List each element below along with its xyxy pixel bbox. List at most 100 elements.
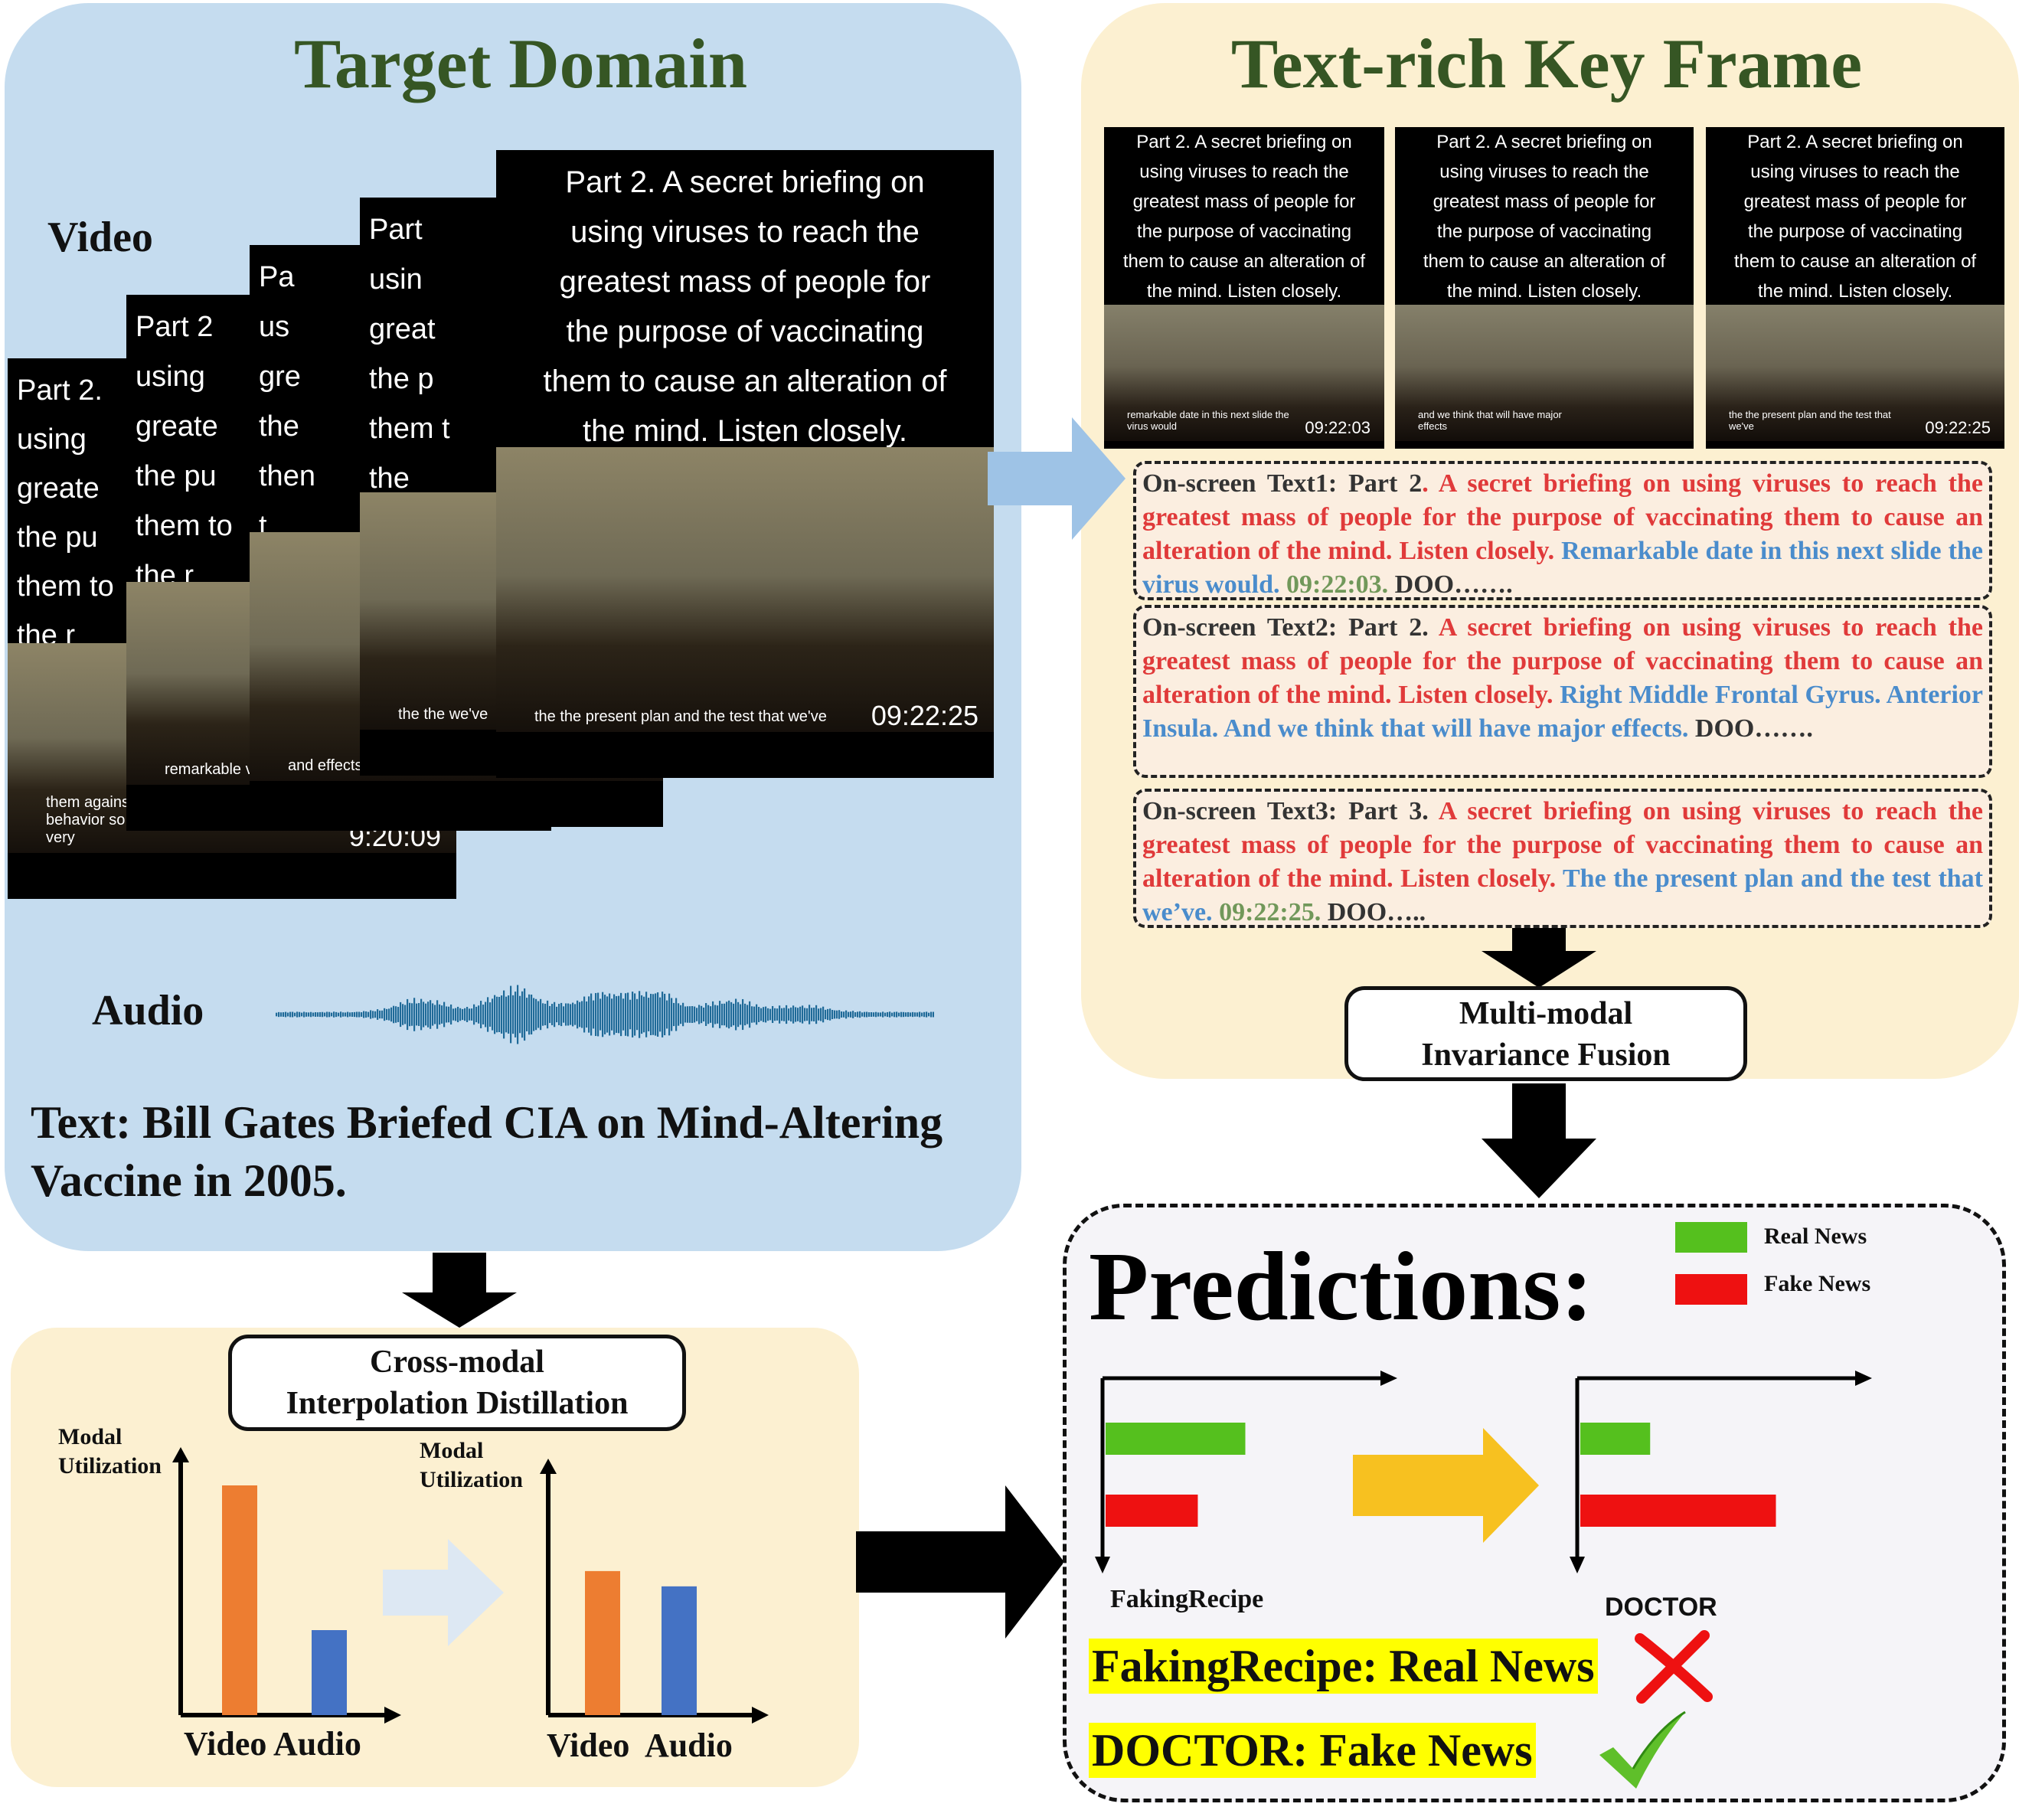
waveform-sample: [898, 1012, 900, 1017]
waveform-sample: [795, 1007, 797, 1022]
waveform-sample: [303, 1011, 305, 1018]
predictions-title: Predictions:: [1089, 1232, 1593, 1341]
waveform-sample: [420, 998, 423, 1031]
waveform-sample: [549, 1005, 551, 1024]
waveform-sample: [510, 985, 512, 1044]
waveform-sample: [595, 992, 597, 1037]
waveform-sample: [682, 1002, 684, 1027]
waveform-sample: [457, 1006, 459, 1023]
cross-icon: [1635, 1630, 1713, 1704]
on-screen-text-1-blue: Remarkable date in this next slide the v…: [1142, 537, 1983, 599]
waveform-sample: [384, 1008, 386, 1021]
waveform-sample: [859, 1011, 861, 1018]
vertical-axis-arrowhead: [1570, 1557, 1585, 1573]
waveform-sample: [533, 998, 535, 1031]
waveform-sample: [730, 1001, 733, 1028]
key-frame-title: Text-rich Key Frame: [1230, 25, 1863, 103]
on-screen-text-3-time: 09:22:25.: [1212, 898, 1321, 926]
waveform-sample: [701, 1005, 703, 1024]
video-frame-subtitle: the the present plan and the test that w…: [534, 708, 827, 725]
waveform-sample: [733, 1003, 735, 1026]
waveform-sample: [418, 1003, 420, 1026]
waveform-sample: [358, 1011, 361, 1018]
waveform-sample: [342, 1012, 345, 1017]
video-frame-caption-line: the mind. Listen closely.: [583, 414, 907, 448]
result-doctor: DOCTOR: Fake News: [1089, 1723, 1536, 1778]
doctor-chart-label: DOCTOR: [1605, 1593, 1717, 1622]
waveform-sample: [283, 1012, 285, 1017]
key-frame-caption-line: greatest mass of people for: [1433, 191, 1656, 212]
waveform-sample: [894, 1011, 896, 1018]
waveform-sample: [776, 1008, 779, 1021]
video-frame-timestamp: 09:22:25: [871, 700, 978, 731]
key-frame-caption-line: the purpose of vaccinating: [1436, 221, 1652, 242]
utilization-bar-video: [585, 1570, 620, 1715]
waveform-sample: [400, 1001, 402, 1028]
video-frame-caption-line: the: [259, 410, 299, 443]
waveform-sample: [602, 992, 604, 1037]
video-frame-caption-line: the purpose of vaccinating: [566, 315, 924, 348]
utilization-bar-audio: [312, 1630, 347, 1715]
waveform-sample: [354, 1011, 356, 1018]
waveform-sample: [655, 993, 657, 1036]
on-screen-text-1-label: On-screen Text1: Part 2: [1142, 469, 1423, 498]
waveform-sample: [698, 1005, 701, 1024]
waveform-sample: [742, 998, 744, 1031]
waveform-sample: [326, 1011, 328, 1018]
left-utilization-chart: [172, 1447, 401, 1724]
waveform-sample: [854, 1012, 857, 1017]
waveform-sample: [765, 1006, 767, 1023]
waveform-sample: [641, 995, 643, 1034]
waveform-sample: [666, 1000, 668, 1029]
waveform-sample: [305, 1012, 308, 1017]
key-frame-subtitle: and we think that will have major effect…: [1418, 409, 1562, 432]
waveform-sample: [852, 1011, 854, 1018]
waveform-sample: [643, 996, 645, 1033]
video-frame-caption-line: t: [259, 510, 267, 542]
waveform-sample: [315, 1012, 317, 1017]
key-frame-subtitle: remarkable date in this next slide the v…: [1127, 409, 1289, 432]
waveform-sample: [524, 988, 526, 1041]
waveform-sample: [577, 1000, 579, 1029]
waveform-sample: [556, 1006, 558, 1023]
waveform-sample: [276, 1012, 278, 1017]
waveform-sample: [831, 1009, 834, 1020]
on-screen-text-3: On-screen Text3: Part 3. A secret briefi…: [1133, 789, 1992, 928]
prediction-bar-real: [1106, 1423, 1246, 1455]
waveform-sample: [818, 1008, 820, 1021]
waveform-sample: [441, 1005, 443, 1024]
waveform-sample: [772, 1005, 774, 1024]
waveform-sample: [583, 996, 586, 1033]
fakingrecipe-chart-label: FakingRecipe: [1110, 1585, 1264, 1613]
distill-box: Cross-modal Interpolation Distillation: [228, 1335, 686, 1431]
waveform-sample: [519, 995, 521, 1034]
waveform-sample: [928, 1012, 930, 1017]
key-frame-caption-line: Part 2. A secret briefing on: [1747, 132, 1963, 152]
waveform-sample: [650, 993, 652, 1036]
waveform-sample: [604, 995, 606, 1034]
waveform-sample: [714, 1005, 717, 1024]
video-frame-caption-line: using viruses to reach the: [570, 215, 920, 249]
video-frame-caption-line: Part 2.: [17, 374, 103, 407]
audio-label: Audio: [92, 987, 204, 1034]
waveform-sample: [531, 994, 533, 1035]
waveform-sample: [896, 1011, 898, 1018]
waveform-sample: [875, 1011, 877, 1018]
legend-real-swatch: [1675, 1222, 1747, 1253]
waveform-sample: [790, 1007, 792, 1022]
waveform-sample: [726, 1001, 728, 1028]
key-frame-caption-line: using viruses to reach the: [1439, 162, 1649, 182]
waveform-sample: [374, 1011, 377, 1018]
waveform-sample: [572, 1002, 574, 1027]
distill-box-line1: Cross-modal: [370, 1345, 544, 1380]
right-ylabel-line2: Utilization: [420, 1467, 523, 1492]
on-screen-text-2-label: On-screen Text2: Part 2.: [1142, 613, 1429, 642]
waveform-sample: [769, 1008, 772, 1021]
waveform-sample: [312, 1012, 315, 1017]
distill-light-arrow: [383, 1539, 504, 1646]
waveform-sample: [478, 1005, 480, 1024]
waveform-sample: [345, 1012, 347, 1017]
